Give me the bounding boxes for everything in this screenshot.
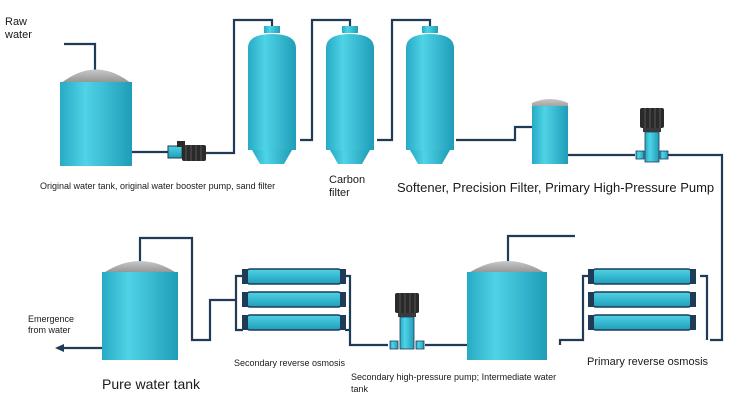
- stage2-label: Softener, Precision Filter, Primary High…: [397, 180, 715, 195]
- secondary-ro-left-pipe: [234, 274, 243, 332]
- pump-to-primary-ro-pipe: [665, 153, 724, 342]
- stage-mid-label: Secondary high-pressure pump; Intermedia…: [351, 372, 557, 395]
- primary-ro-to-tank-pipe: [558, 300, 585, 345]
- pipe-network: [62, 18, 724, 350]
- softener-vessel: [406, 26, 454, 164]
- pure-water-tank-label: Pure water tank: [102, 376, 201, 392]
- carbon-filter-vessel: [326, 26, 374, 164]
- secondary-ro-label: Secondary reverse osmosis: [234, 358, 346, 368]
- secondary-pump-to-ro-pipe: [345, 274, 388, 347]
- primary-high-pressure-pump: [635, 108, 669, 163]
- raw-water-label: Raw water: [5, 16, 32, 42]
- original-water-tank: [60, 69, 132, 166]
- original-booster-pump: [167, 141, 206, 161]
- primary-ro-label: Primary reverse osmosis: [587, 356, 709, 368]
- secondary-reverse-osmosis: [242, 268, 346, 331]
- emergence-label: Emergence from water: [28, 314, 75, 335]
- ro-to-intermediate-tank-pipe: [506, 234, 575, 262]
- pump-to-sand-filter-pipe: [206, 18, 274, 155]
- softener-to-precision-pipe: [456, 125, 532, 142]
- outlet-arrow: [55, 344, 64, 352]
- precision-filter: [532, 99, 568, 164]
- carbon-filter-label: Carbon filter: [329, 174, 366, 200]
- primary-reverse-osmosis: [588, 268, 696, 331]
- carbon-to-softener-pipe: [377, 18, 432, 142]
- stage1-label: Original water tank, original water boos…: [40, 181, 276, 191]
- primary-ro-frame-pipe: [700, 274, 709, 340]
- primary-ro-left-pipe: [581, 274, 590, 300]
- sand-to-carbon-pipe: [300, 18, 352, 142]
- secondary-ro-to-pure-tank-pipe: [138, 236, 236, 342]
- pure-water-tank: [102, 261, 178, 360]
- raw-water-inlet-pipe: [64, 42, 97, 70]
- intermediate-water-tank: [467, 261, 547, 360]
- secondary-high-pressure-pump: [389, 293, 425, 350]
- sand-filter-vessel: [248, 26, 296, 164]
